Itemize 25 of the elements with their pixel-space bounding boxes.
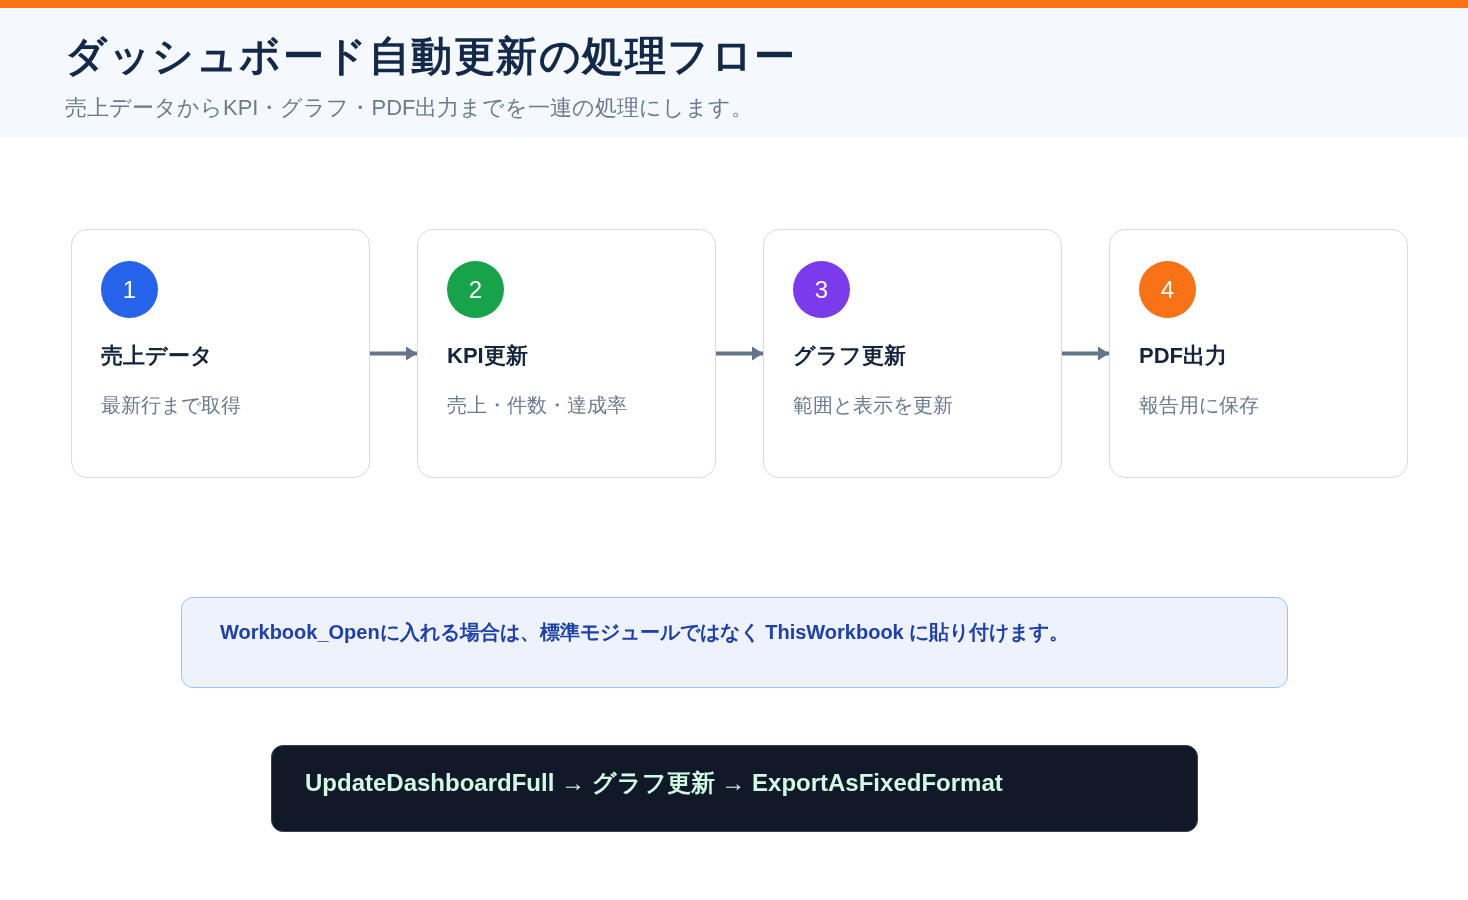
step-title: 売上データ bbox=[101, 342, 213, 370]
arrow bbox=[1062, 346, 1109, 361]
step-title: KPI更新 bbox=[447, 342, 528, 370]
code-panel bbox=[271, 745, 1198, 832]
step-number: 4 bbox=[1139, 261, 1196, 318]
page-subtitle: 売上データからKPI・グラフ・PDF出力までを一連の処理にします。 bbox=[65, 94, 754, 122]
step-number: 1 bbox=[101, 261, 158, 318]
code-text: UpdateDashboardFull → グラフ更新 → ExportAsFixedFormat bbox=[305, 768, 1003, 798]
arrow bbox=[716, 346, 763, 361]
step-number: 3 bbox=[793, 261, 850, 318]
note-text: Workbook_Openに入れる場合は、標準モジュールではなく ThisWorkbook に貼り付けます。 bbox=[220, 620, 1070, 645]
step-description: 範囲と表示を更新 bbox=[793, 393, 953, 418]
note-panel bbox=[181, 597, 1288, 688]
step-card bbox=[417, 229, 716, 478]
step-card bbox=[763, 229, 1062, 478]
step-card bbox=[71, 229, 370, 478]
step-description: 売上・件数・達成率 bbox=[447, 393, 627, 418]
step-description: 報告用に保存 bbox=[1139, 393, 1259, 418]
step-title: グラフ更新 bbox=[793, 342, 906, 370]
page-title: ダッシュボード自動更新の処理フロー bbox=[65, 32, 797, 81]
step-number: 2 bbox=[447, 261, 504, 318]
arrow bbox=[370, 346, 417, 361]
step-title: PDF出力 bbox=[1139, 342, 1227, 370]
step-card bbox=[1109, 229, 1408, 478]
step-description: 最新行まで取得 bbox=[101, 393, 241, 418]
